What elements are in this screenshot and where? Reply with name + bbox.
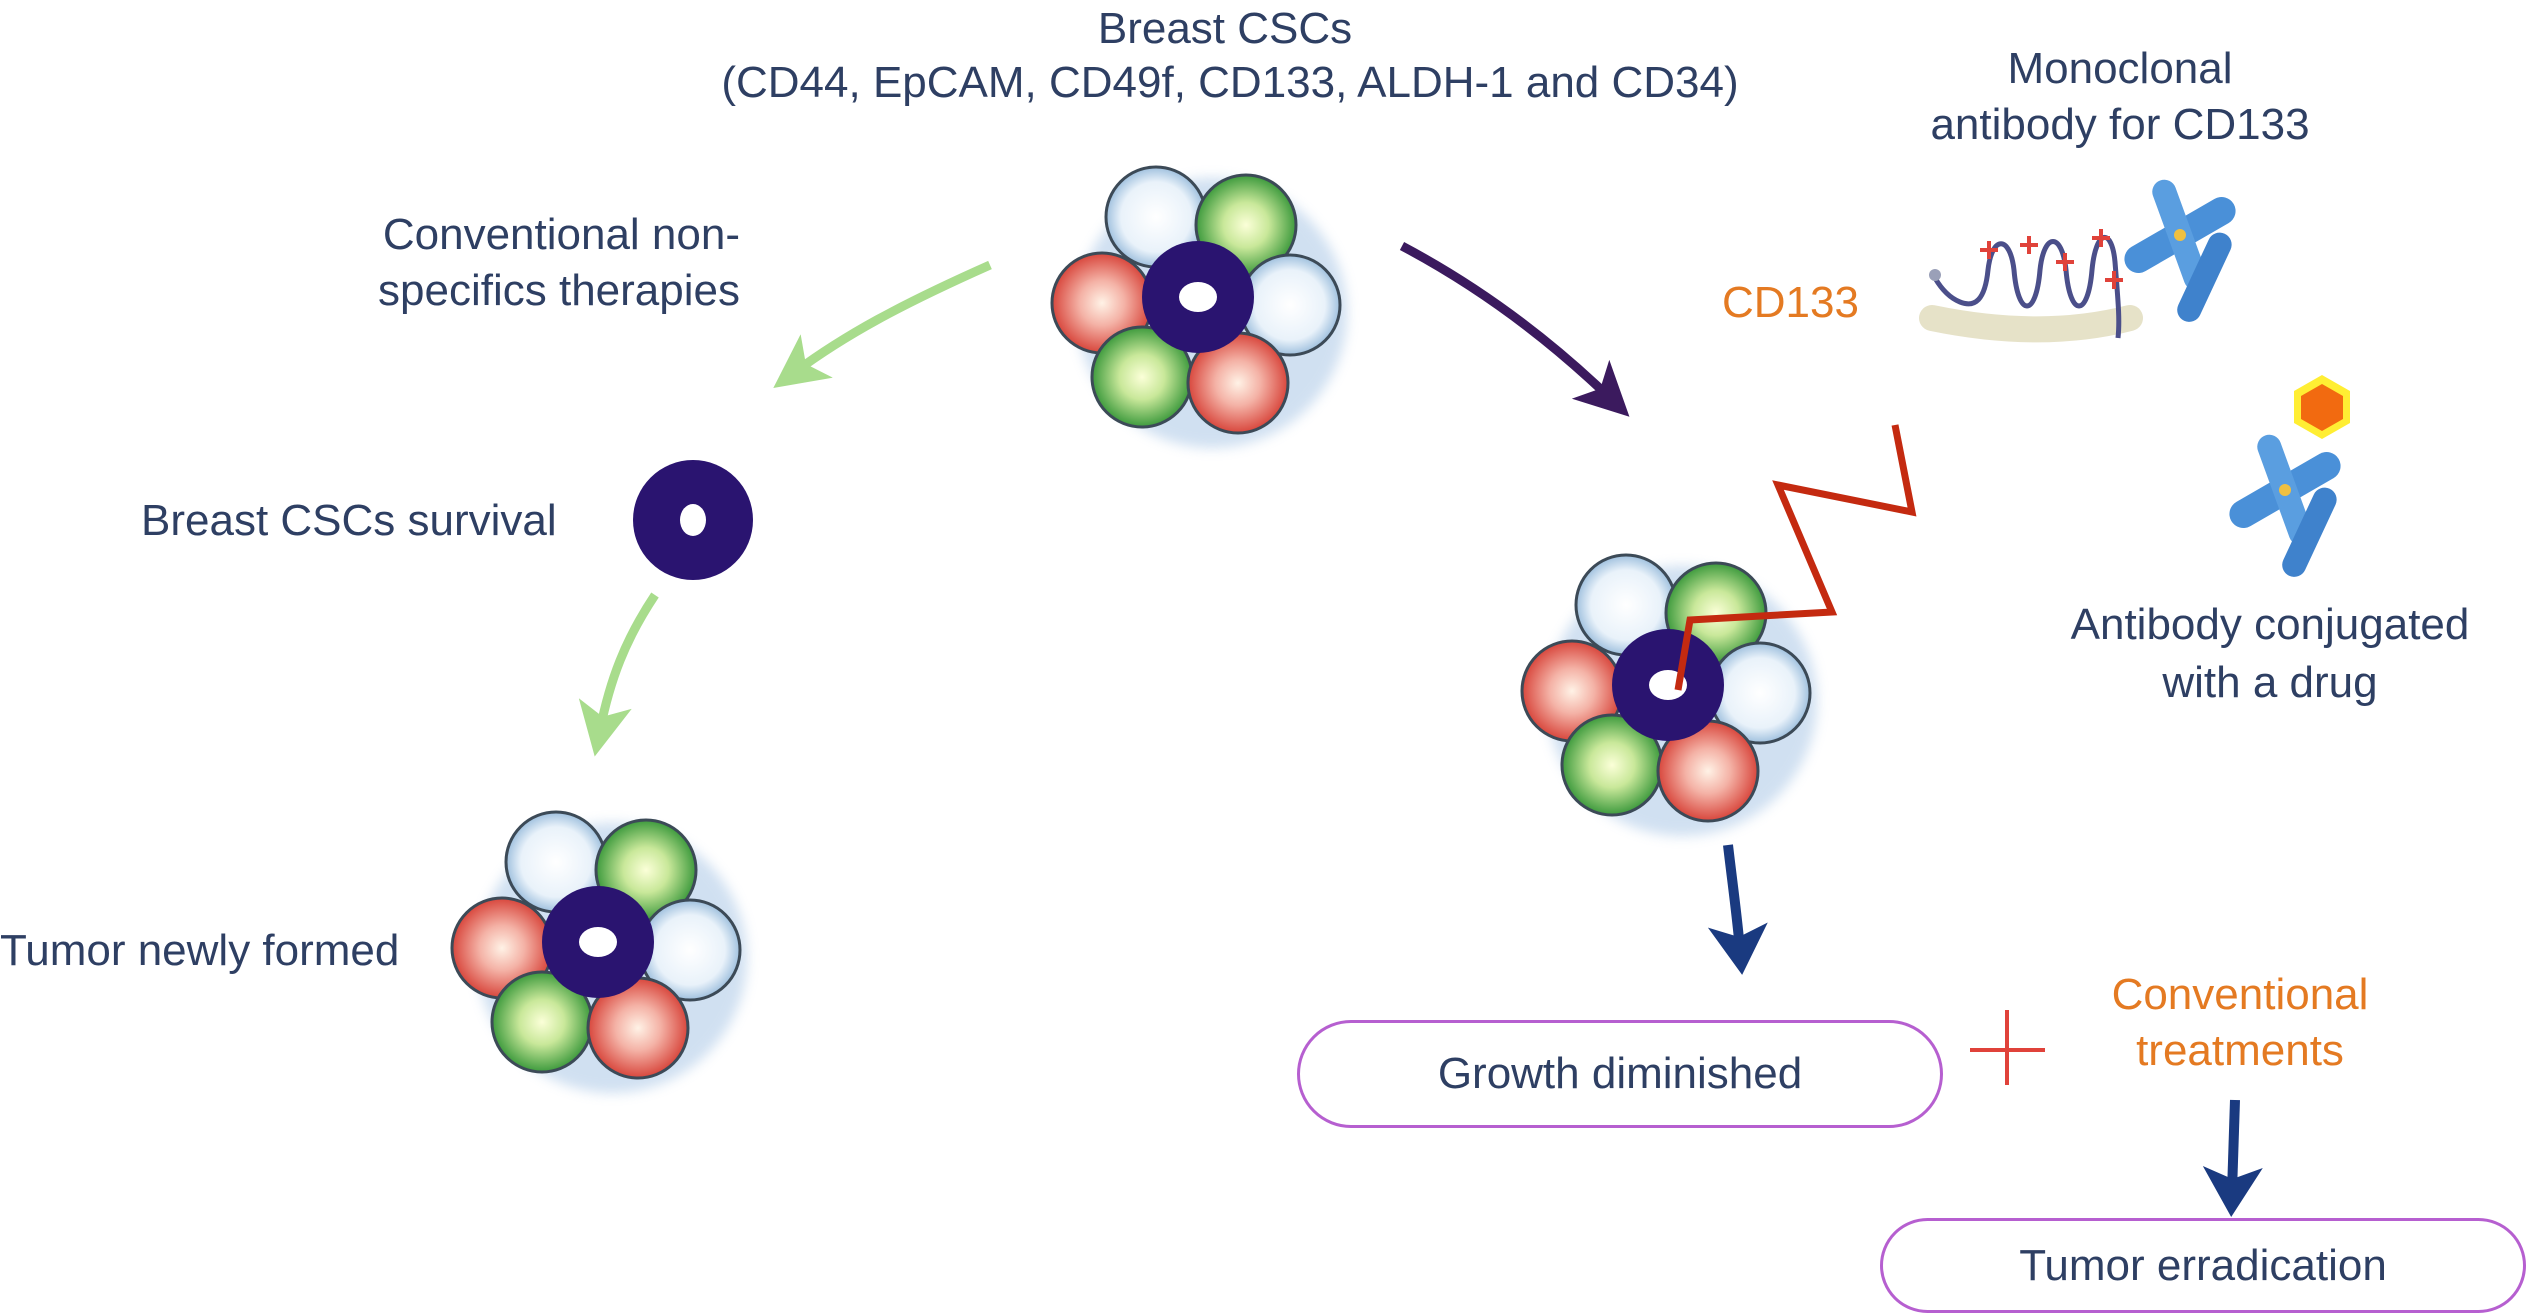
monoclonal-label-line2: antibody for CD133 — [1930, 100, 2310, 149]
surviving-csc-cell — [633, 460, 753, 580]
breast-cscs-markers: (CD44, EpCAM, CD49f, CD133, ALDH-1 and C… — [721, 58, 1739, 107]
breast-cscs-title: Breast CSCs — [1097, 4, 1353, 53]
conventional-treatments-line1: Conventional — [2111, 970, 2369, 1019]
tumor-erradication-label: Tumor erradication — [2019, 1240, 2387, 1290]
tumor-erradication-box: Tumor erradication — [1880, 1218, 2526, 1313]
conventional-therapies-line2: specifics therapies — [378, 266, 740, 315]
breast-csc-cluster-top — [1052, 167, 1347, 448]
drug-action-zigzag — [1674, 424, 1917, 691]
tumor-newly-formed-label: Tumor newly formed — [0, 926, 400, 975]
tumor-newly-formed-cluster — [452, 812, 747, 1093]
arrow-to-tumor-newly-formed — [578, 592, 659, 757]
cd133-receptor-icon — [1919, 229, 2143, 343]
arrow-to-conventional-therapies — [773, 260, 992, 389]
arrow-to-targeted-therapy — [1399, 242, 1630, 417]
cd133-label: CD133 — [1722, 278, 1859, 327]
arrow-to-growth-diminished — [1707, 844, 1768, 975]
antibody-conjugated-line2: with a drug — [2162, 658, 2378, 707]
monoclonal-label-line1: Monoclonal — [2007, 44, 2233, 93]
conventional-treatments-line2: treatments — [2136, 1026, 2344, 1075]
plus-sign-icon — [1970, 1010, 2045, 1085]
antibody-conjugated-line1: Antibody conjugated — [2070, 600, 2470, 649]
growth-diminished-label: Growth diminished — [1437, 1049, 1803, 1098]
antibody-drug-conjugate-icon — [2224, 375, 2350, 581]
breast-cscs-survival-label: Breast CSCs survival — [141, 496, 557, 545]
monoclonal-antibody-icon — [2119, 176, 2241, 326]
conventional-therapies-line1: Conventional non- — [382, 210, 740, 259]
growth-diminished-box: Growth diminished — [1297, 1020, 1943, 1128]
arrow-to-tumor-erradication — [2202, 1099, 2263, 1217]
targeted-csc-cluster — [1522, 555, 1817, 836]
